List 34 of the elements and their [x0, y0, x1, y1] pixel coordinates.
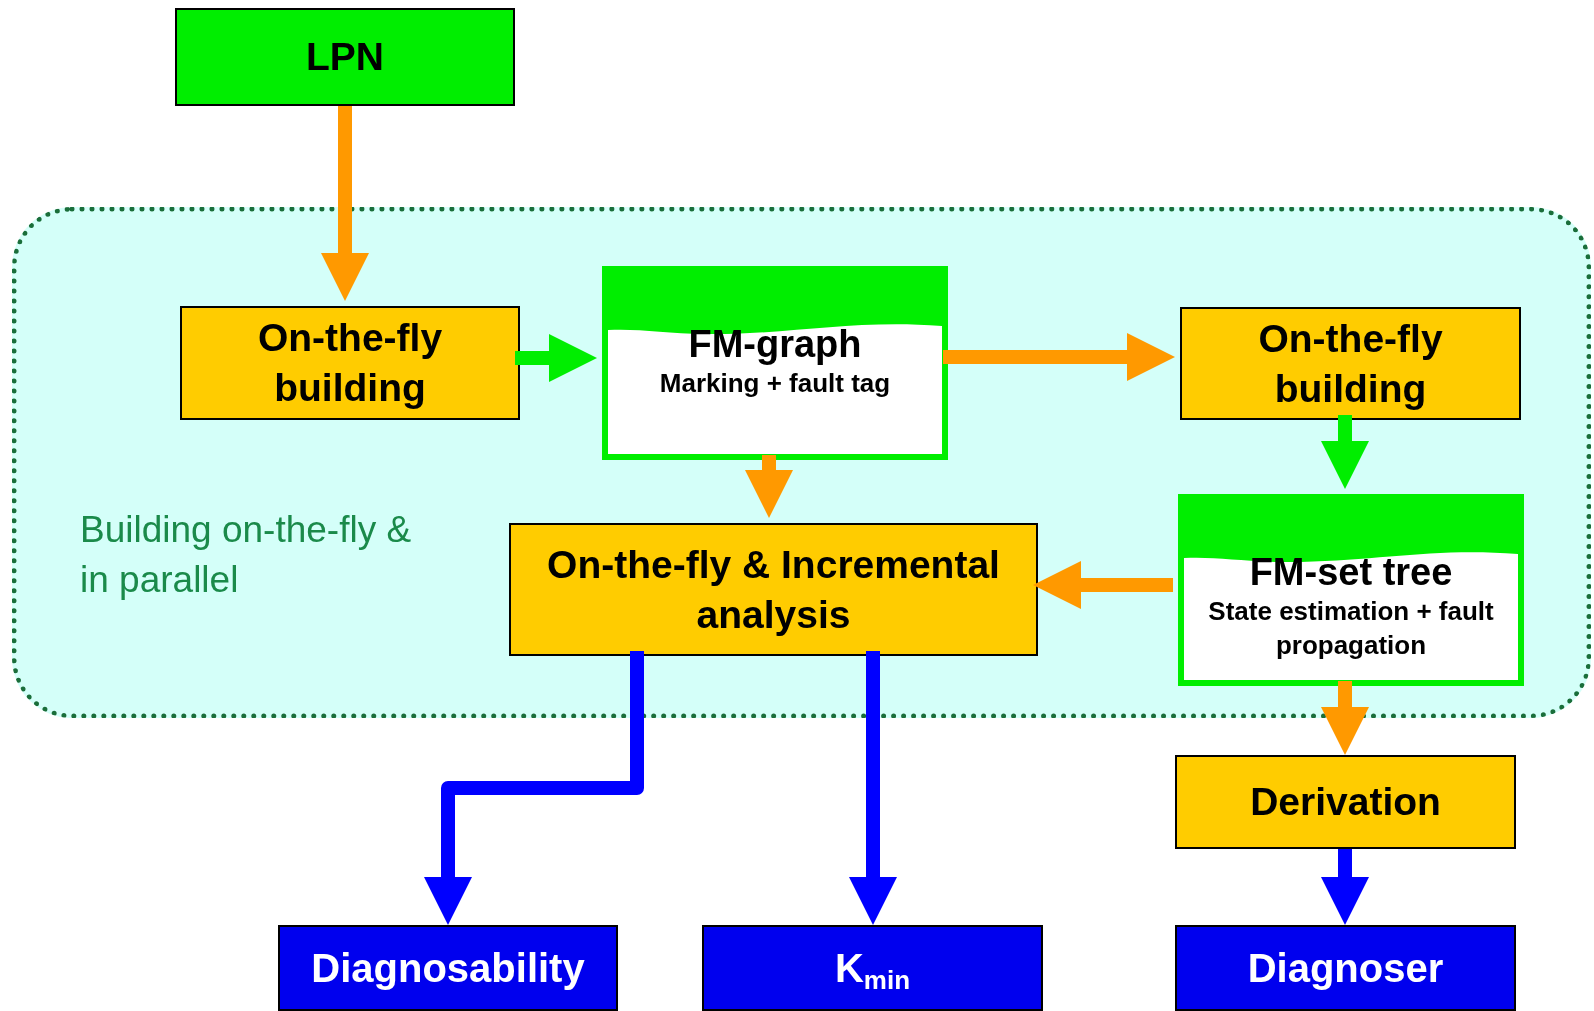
- data-box: [1178, 494, 1524, 686]
- output-box: [702, 925, 1043, 1011]
- box-title: FM-graph: [688, 322, 862, 366]
- box-label: On-the-fly building: [256, 315, 444, 411]
- arrow: [1033, 561, 1173, 609]
- box-label: On-the-fly & Incremental analysis: [546, 541, 1001, 638]
- process-box: [509, 523, 1038, 656]
- box-label: Diagnosability: [311, 945, 585, 992]
- box-title: FM-set tree: [1249, 550, 1453, 594]
- box-subtitle: State estimation + fault propagation: [1207, 595, 1495, 662]
- region-label: Building on-the-fly & in parallel: [80, 508, 413, 602]
- arrow: [1321, 415, 1369, 489]
- data-box: [602, 266, 948, 460]
- arrow: [1321, 849, 1369, 925]
- box-label: Derivation: [1250, 779, 1441, 825]
- arrow: [515, 334, 597, 382]
- arrow: [943, 333, 1175, 381]
- box-label: Diagnoser: [1247, 945, 1444, 992]
- box-label: LPN: [306, 34, 384, 80]
- box-label: K$_{min}$: [834, 945, 911, 993]
- arrow: [849, 651, 897, 925]
- arrow: [321, 106, 369, 301]
- output-box: [1175, 925, 1516, 1011]
- arrow: [745, 455, 793, 518]
- box-subtitle: Marking + fault tag: [658, 367, 892, 400]
- output-box: [278, 925, 618, 1011]
- box-label: On-the-fly building: [1257, 315, 1444, 412]
- dotted-region: [12, 207, 1591, 718]
- process-box: [1180, 307, 1521, 420]
- arrow: [1321, 681, 1369, 755]
- arrow: [424, 651, 644, 925]
- input-box: [175, 8, 515, 106]
- process-box: [1175, 755, 1516, 849]
- process-box: [180, 306, 520, 420]
